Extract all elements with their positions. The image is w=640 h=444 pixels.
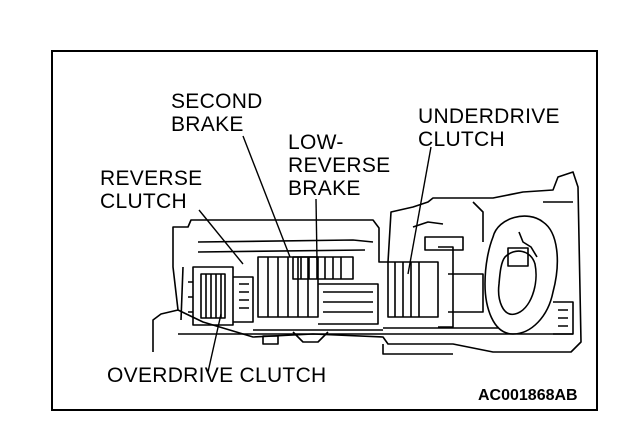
second-brake-label: SECOND BRAKE [171,90,263,136]
underdrive-clutch-label: UNDERDRIVE CLUTCH [418,105,560,151]
diagram-frame: SECOND BRAKE LOW- REVERSE BRAKE UNDERDRI… [51,50,598,411]
figure-code: AC001868AB [478,387,578,404]
leader-low-reverse-brake [315,198,318,261]
low-reverse-brake-label: LOW- REVERSE BRAKE [288,131,391,200]
transmission-cutaway-drawing [152,135,582,373]
leader-second-brake [242,135,291,258]
leader-underdrive-clutch [407,146,432,275]
housing-outline [172,171,582,353]
overdrive-clutch-label: OVERDRIVE CLUTCH [107,364,327,387]
leader-overdrive-clutch [207,313,222,373]
reverse-clutch-label: REVERSE CLUTCH [100,167,203,213]
converter-outline [484,215,559,335]
leader-reverse-clutch [198,209,244,265]
